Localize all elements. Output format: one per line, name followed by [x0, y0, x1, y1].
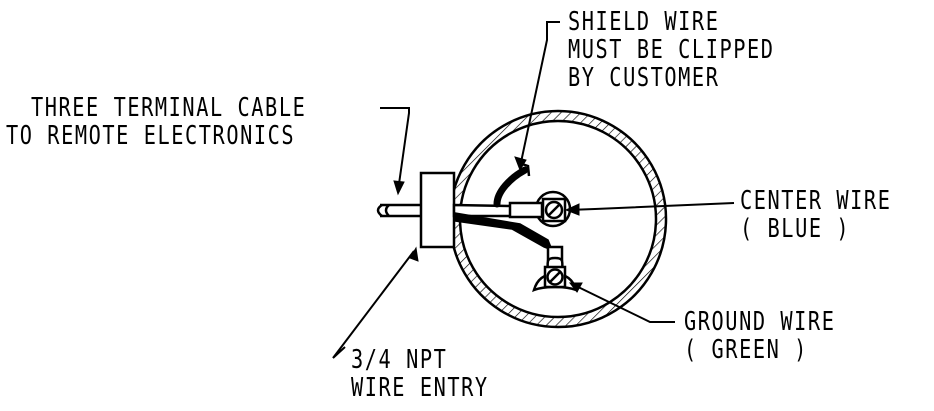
- ground-terminal: [532, 245, 578, 293]
- arrowheads: [393, 156, 583, 293]
- shield-wire-label-line2: MUST BE CLIPPED: [568, 35, 775, 65]
- three-terminal-cable-line2: TO REMOTE ELECTRONICS: [6, 121, 296, 151]
- wire-entry-label: 3/4 NPT WIRE ENTRY: [351, 346, 489, 402]
- center-wire-label: CENTER WIRE ( BLUE ): [740, 187, 891, 243]
- three-terminal-cable-label: THREE TERMINAL CABLE TO REMOTE ELECTRONI…: [6, 94, 306, 150]
- ground-wire-label: GROUND WIRE ( GREEN ): [684, 308, 835, 364]
- housing-ring: [448, 109, 668, 329]
- wire-entry-label-line2: WIRE ENTRY: [351, 373, 489, 403]
- shield-wire-label: SHIELD WIRE MUST BE CLIPPED BY CUSTOMER: [568, 8, 775, 92]
- shield-wire: [493, 166, 529, 208]
- center-wire-label-line2: ( BLUE ): [740, 214, 851, 244]
- cable-stub: [376, 203, 421, 218]
- ground-wire-label-line1: GROUND WIRE: [684, 307, 836, 337]
- center-terminal: [508, 190, 572, 228]
- center-wire-label-line1: CENTER WIRE: [740, 186, 892, 216]
- ground-wire-label-line2: ( GREEN ): [684, 335, 808, 365]
- shield-wire-label-line3: BY CUSTOMER: [568, 63, 720, 93]
- wire-entry-label-line1: 3/4 NPT: [351, 345, 448, 375]
- npt-fitting: [419, 171, 456, 249]
- three-terminal-cable-line1: THREE TERMINAL CABLE: [30, 93, 307, 123]
- shield-wire-label-line1: SHIELD WIRE: [568, 7, 720, 37]
